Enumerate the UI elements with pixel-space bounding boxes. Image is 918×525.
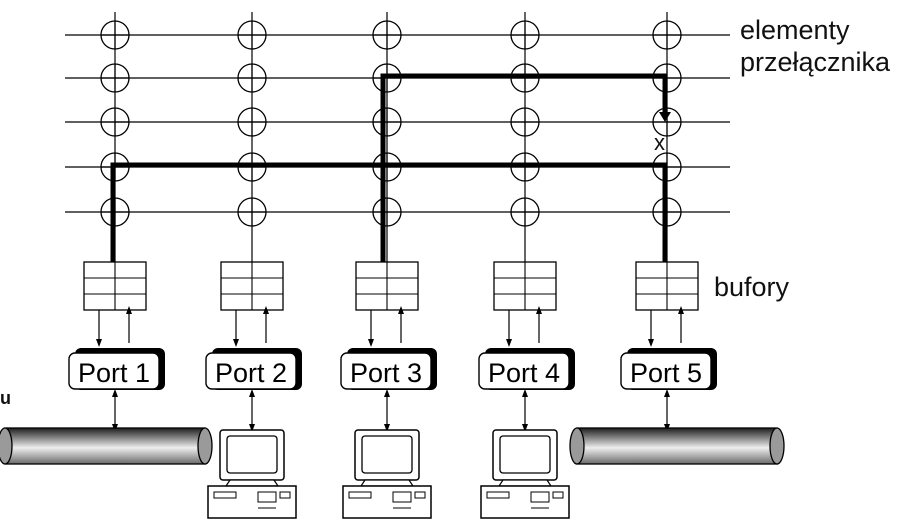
- power-button: [279, 491, 291, 499]
- crosspoint-element: [652, 20, 682, 50]
- cable-end-left: [569, 427, 585, 465]
- crosspoint-element: [100, 63, 130, 93]
- buffer-block: [83, 261, 147, 311]
- crosspoint-element: [237, 107, 267, 137]
- crosspoint-element: [510, 107, 540, 137]
- crosspoint-element: [237, 197, 267, 227]
- crosspoint-element: [372, 107, 402, 137]
- system-unit: [342, 485, 432, 519]
- monitor-stand: [497, 479, 553, 487]
- cable-body: [4, 427, 206, 465]
- port-3: Port 3: [340, 348, 437, 390]
- crosspoint-element: [237, 63, 267, 93]
- port-box: [620, 352, 712, 390]
- crosspoint-elements: [100, 20, 682, 227]
- monitor-stand: [359, 479, 415, 487]
- cable-end-right: [769, 427, 785, 465]
- crosspoint-element: [510, 197, 540, 227]
- port-box: [205, 352, 297, 390]
- switch-elements-label-line2: przełącznika: [740, 47, 891, 77]
- monitor-screen: [499, 435, 551, 474]
- path-port3-to-port5: [380, 73, 668, 300]
- buffers-label: bufory: [714, 272, 790, 302]
- port-1: Port 1: [68, 348, 165, 390]
- crosspoint-element: [100, 107, 130, 137]
- computer-icon: [480, 429, 570, 519]
- switching-paths: [110, 73, 671, 300]
- system-unit: [207, 485, 297, 519]
- monitor-screen: [226, 435, 278, 474]
- port-2: Port 2: [205, 348, 302, 390]
- port-box: [340, 352, 432, 390]
- cable-body: [576, 427, 778, 465]
- crosspoint-element: [237, 20, 267, 50]
- devices: [0, 427, 785, 519]
- path-port1-to-port5: [110, 162, 668, 300]
- cable-end-right: [197, 427, 213, 465]
- monitor-stand: [224, 479, 280, 487]
- drive-bay: [348, 491, 372, 499]
- buffer-block: [635, 261, 699, 311]
- crosspoint-element: [372, 197, 402, 227]
- crosspoint-element: [510, 20, 540, 50]
- drive-slot: [257, 491, 277, 503]
- monitor-screen: [361, 435, 413, 474]
- port-4: Port 4: [478, 348, 575, 390]
- buffer-block: [493, 261, 557, 311]
- buffers: [83, 261, 699, 311]
- drive-slot: [392, 491, 412, 503]
- port-label: Port 2: [215, 358, 287, 388]
- port-label: Port 3: [350, 358, 422, 388]
- crosspoint-marker: x: [654, 130, 665, 155]
- switch-elements-label-line1: elementy: [740, 15, 850, 45]
- crossbar-lines: [65, 12, 730, 262]
- bus-cable: [569, 427, 785, 465]
- port-box: [68, 352, 160, 390]
- crosspoint-element: [372, 20, 402, 50]
- port-label: Port 1: [78, 358, 150, 388]
- drive-bay: [486, 491, 510, 499]
- port-label: Port 4: [488, 358, 560, 388]
- computer-icon: [207, 429, 297, 519]
- buffer-block: [355, 261, 419, 311]
- drive-slot: [530, 491, 550, 503]
- path-arrowhead: [659, 112, 671, 122]
- computer-icon: [342, 429, 432, 519]
- port-box: [478, 352, 570, 390]
- port-5: Port 5: [620, 348, 717, 390]
- crosspoint-element: [100, 20, 130, 50]
- cable-end-left: [0, 427, 13, 465]
- port-label: Port 5: [630, 358, 702, 388]
- port-links: [96, 306, 684, 432]
- buffer-block: [220, 261, 284, 311]
- power-button: [414, 491, 426, 499]
- ports: Port 1 Port 2 Port 3 Port 4 Port 5: [68, 348, 717, 390]
- drive-bay: [213, 491, 237, 499]
- switch-elements-label: elementy przełącznika: [740, 14, 890, 78]
- power-button: [552, 491, 564, 499]
- left-edge-fragment: u: [0, 388, 11, 408]
- system-unit: [480, 485, 570, 519]
- bus-cable: [0, 427, 213, 465]
